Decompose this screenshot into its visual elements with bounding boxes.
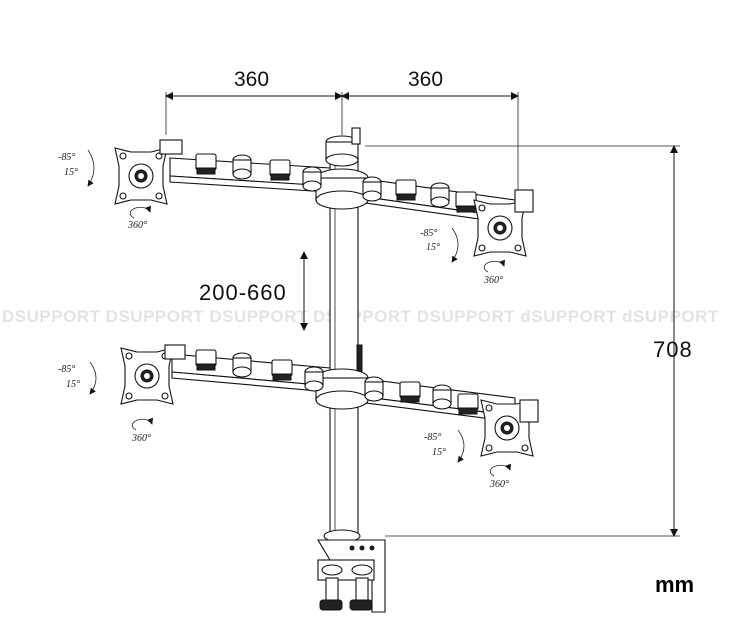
watermark-text: DSUPPORT DSUPPORT DSUPPORT DSUPPORT DSUP… (2, 307, 719, 326)
tilt-down-label-4: -85° (424, 432, 441, 443)
tilt-up-label-1: 15° (64, 167, 78, 178)
angle-indicators (87, 149, 512, 477)
dimension-lines (165, 92, 680, 537)
dimension-left-arm: 360 (234, 68, 269, 91)
rotation-label-1: 360° (127, 220, 147, 231)
tilt-down-label-3: -85° (58, 364, 75, 375)
tilt-up-label-3: 15° (66, 379, 80, 390)
tilt-down-label-2: -85° (420, 228, 437, 239)
dimension-height: 708 (653, 337, 693, 362)
dimension-adjust-range: 200-660 (199, 280, 287, 305)
tilt-up-label-2: 15° (426, 242, 440, 253)
rotation-label-3: 360° (131, 433, 151, 444)
desk-clamp (317, 529, 386, 613)
upper-arm-assembly (114, 139, 534, 257)
unit-label: mm (655, 572, 694, 597)
rotation-label-4: 360° (489, 479, 509, 490)
lower-arm-assembly (120, 344, 539, 457)
dimension-right-arm: 360 (408, 68, 443, 91)
center-pole (325, 127, 363, 537)
rotation-label-2: 360° (483, 275, 503, 286)
tilt-down-label-1: -85° (58, 152, 75, 163)
tilt-up-label-4: 15° (432, 447, 446, 458)
